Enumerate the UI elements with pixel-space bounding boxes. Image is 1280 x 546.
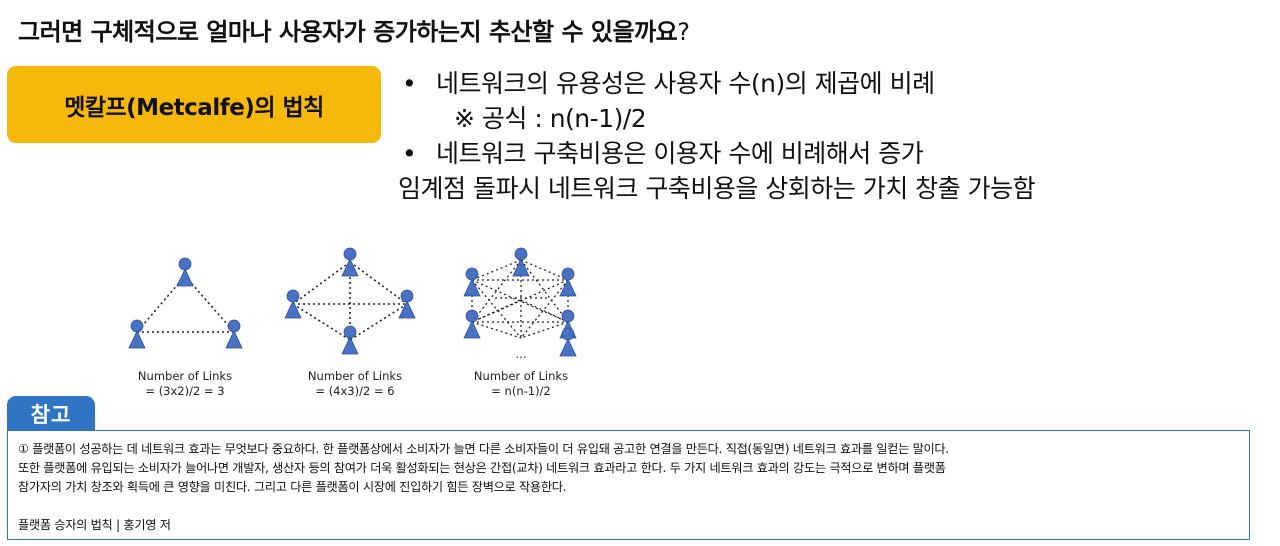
network-4-nodes: [292, 261, 408, 341]
reference-box: ① 플랫폼이 성공하는 데 네트워크 효과는 무엇보다 중요하다. 한 플랫폼상…: [7, 430, 1250, 540]
network-2-caption-label: Number of Links: [308, 369, 402, 383]
person-icon: [341, 247, 359, 277]
person-icon: [128, 319, 146, 349]
person-icon: [176, 257, 194, 287]
bullet-usefulness: • 네트워크의 유용성은 사용자 수(n)의 제곱에 비례: [398, 66, 1268, 101]
person-icon: [398, 289, 416, 319]
metcalfe-law-label: 멧칼프(Metcalfe)의 법칙: [64, 94, 324, 121]
law-description: • 네트워크의 유용성은 사용자 수(n)의 제곱에 비례 ※ 공식 : n(n-…: [398, 66, 1268, 206]
reference-source: 플랫폼 승자의 법칙 | 홍기영 저: [18, 518, 171, 532]
network-3-caption-label: Number of Links: [474, 369, 568, 383]
network-2-caption-formula: = (4x3)/2 = 6: [315, 384, 394, 398]
critical-point-text: 임계점 돌파시 네트워크 구축비용을 상회하는 가치 창출 가능함: [398, 174, 1036, 203]
network-3-nodes: [136, 275, 235, 333]
reference-paragraph-line-2: 또한 플랫폼에 유입되는 소비자가 늘어나면 개발자, 생산자 등의 참여가 더…: [18, 461, 946, 475]
network-3-caption-formula: = n(n-1)/2: [491, 384, 551, 398]
reference-tab-label: 참고: [30, 403, 72, 427]
metcalfe-law-label-box: 멧칼프(Metcalfe)의 법칙: [7, 66, 381, 143]
formula-line: ※ 공식 : n(n-1)/2: [398, 101, 1268, 136]
bullet-dot: •: [402, 139, 417, 168]
network-3-ellipsis: ...: [516, 347, 527, 361]
reference-paragraph-line-3: 참가자의 가치 창조와 획득에 큰 영향을 미친다. 그리고 다른 플랫폼이 시…: [18, 480, 567, 494]
bullet-dot: •: [402, 69, 417, 98]
bullet-cost: • 네트워크 구축비용은 이용자 수에 비례해서 증가: [398, 136, 1268, 171]
page-title: 그러면 구체적으로 얼마나 사용자가 증가하는지 추산할 수 있을까요?: [18, 12, 1268, 47]
reference-paragraph-line-1: ① 플랫폼이 성공하는 데 네트워크 효과는 무엇보다 중요하다. 한 플랫폼상…: [18, 442, 949, 456]
page-title-text: 그러면 구체적으로 얼마나 사용자가 증가하는지 추산할 수 있을까요: [18, 18, 678, 46]
person-icon: [225, 319, 243, 349]
bullet-usefulness-text: 네트워크의 유용성은 사용자 수(n)의 제곱에 비례: [436, 69, 935, 98]
network-1-caption-formula: = (3x2)/2 = 3: [145, 384, 224, 398]
formula-text: ※ 공식 : n(n-1)/2: [454, 104, 647, 133]
network-diagram: ... Number of Links = (3x2)/2 = 3 Number…: [128, 247, 577, 398]
network-links-figure: ... Number of Links = (3x2)/2 = 3 Number…: [110, 240, 590, 405]
person-icon: [341, 325, 359, 355]
network-1-caption-label: Number of Links: [138, 369, 232, 383]
reference-tab: 참고: [7, 396, 95, 432]
page-title-question-mark: ?: [677, 18, 690, 46]
person-icon: [559, 327, 577, 357]
critical-point-line: 임계점 돌파시 네트워크 구축비용을 상회하는 가치 창출 가능함: [398, 171, 1268, 206]
bullet-cost-text: 네트워크 구축비용은 이용자 수에 비례해서 증가: [436, 139, 924, 168]
